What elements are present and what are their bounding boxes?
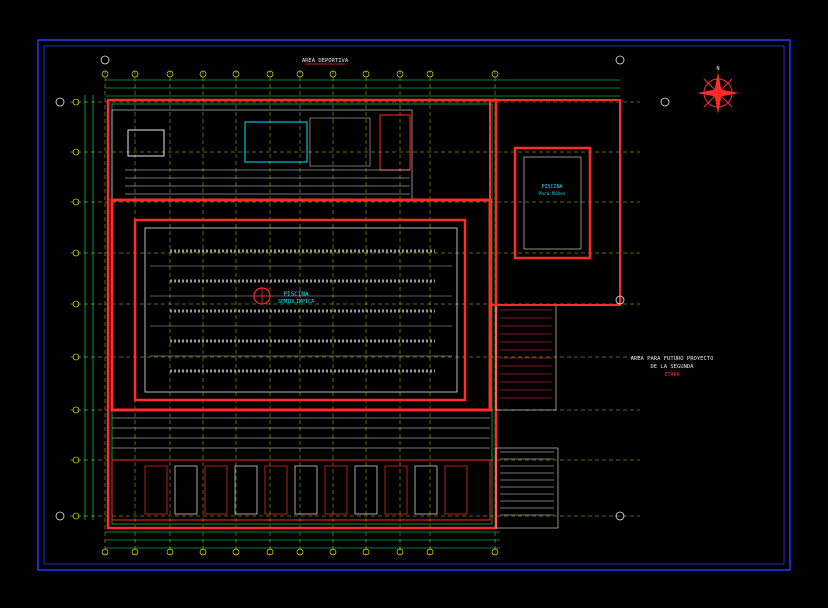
- north-label: N: [716, 66, 719, 72]
- axis-bubble-left: [72, 512, 80, 520]
- future-area-line3: ETAPA: [664, 372, 679, 378]
- kids-pool-water: [523, 156, 582, 250]
- main-pool-water: [144, 227, 458, 393]
- kids-pool-sublabel: Para Niños: [538, 191, 565, 197]
- main-pool-edge: [133, 218, 467, 402]
- locker-cell: [294, 465, 318, 515]
- axis-bubbles: [72, 70, 499, 556]
- axis-bubble-top: [101, 70, 109, 78]
- top-dimension-band: [105, 79, 620, 97]
- inner-frame: [43, 45, 785, 565]
- axis-bubble-left: [72, 249, 80, 257]
- upper-service-block: [111, 109, 413, 201]
- main-pool-deck: [110, 198, 492, 412]
- north-arrow-icon: [697, 72, 739, 114]
- axis-bubble-top: [426, 70, 434, 78]
- left-dimension-band: [84, 95, 94, 520]
- locker-cell: [264, 465, 288, 515]
- axis-bubble-bottom: [296, 548, 304, 556]
- outer-frame: [37, 39, 791, 571]
- axis-bubble-bottom: [491, 548, 499, 556]
- locker-cell: [204, 465, 228, 515]
- locker-cell: [324, 465, 348, 515]
- kids-pool-label: PISCINA: [541, 184, 562, 190]
- pool-lanes: [150, 249, 452, 373]
- future-area-line1: AREA PARA FUTURO PROYECTO: [631, 356, 714, 362]
- axis-bubble-top: [329, 70, 337, 78]
- axis-bubble-bottom: [362, 548, 370, 556]
- future-area-line2: DE LA SEGUNDA: [650, 364, 694, 370]
- building-outline: [106, 98, 498, 530]
- axis-bubble-left: [72, 406, 80, 414]
- kids-pool-edge: [513, 146, 592, 260]
- locker-cell: [414, 465, 438, 515]
- axis-bubble-bottom: [426, 548, 434, 556]
- axis-bubble-top: [266, 70, 274, 78]
- axis-bubble-left: [72, 353, 80, 361]
- axis-bubble-bottom: [266, 548, 274, 556]
- axis-bubble-left: [72, 98, 80, 106]
- axis-bubble-top: [491, 70, 499, 78]
- axis-bubble-bottom: [199, 548, 207, 556]
- kids-area-outline: [489, 99, 621, 306]
- axis-bubble-bottom: [232, 548, 240, 556]
- building-inner-line: [111, 103, 493, 525]
- lower-locker-block: [111, 417, 491, 521]
- locker-cell: [144, 465, 168, 515]
- axis-bubble-top: [232, 70, 240, 78]
- locker-cell: [384, 465, 408, 515]
- axis-bubble-top: [296, 70, 304, 78]
- locker-rows: [144, 465, 468, 515]
- axis-bubble-bottom: [101, 548, 109, 556]
- section-markers: [55, 55, 670, 521]
- right-corridor: [495, 304, 559, 529]
- axis-bubble-left: [72, 300, 80, 308]
- axis-bubble-left: [72, 456, 80, 464]
- main-pool-sublabel: SEMIOLIMPICA: [278, 299, 314, 305]
- locker-cell: [444, 465, 468, 515]
- axis-grid: [70, 70, 640, 555]
- axis-bubble-top: [199, 70, 207, 78]
- top-title: AREA DEPORTIVA: [302, 58, 349, 64]
- axis-bubble-top: [131, 70, 139, 78]
- axis-bubble-bottom: [329, 548, 337, 556]
- locker-cell: [234, 465, 258, 515]
- axis-bubble-left: [72, 198, 80, 206]
- axis-bubble-top: [166, 70, 174, 78]
- axis-bubble-left: [72, 148, 80, 156]
- locker-cell: [174, 465, 198, 515]
- axis-bubble-bottom: [396, 548, 404, 556]
- stairs: [500, 309, 554, 516]
- axis-bubble-top: [362, 70, 370, 78]
- bottom-dimension-band: [105, 531, 500, 549]
- axis-bubble-bottom: [166, 548, 174, 556]
- axis-bubble-top: [396, 70, 404, 78]
- main-pool-label: PISCINA: [283, 291, 309, 298]
- locker-cell: [354, 465, 378, 515]
- axis-bubble-bottom: [131, 548, 139, 556]
